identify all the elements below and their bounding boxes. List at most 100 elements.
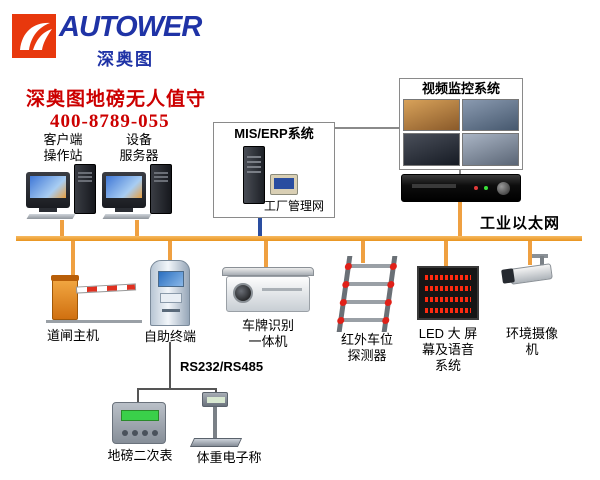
indicator-button xyxy=(142,430,148,436)
phone-number: 400-8789-055 xyxy=(50,111,170,132)
self-service-kiosk-icon xyxy=(150,260,190,326)
kiosk-panel xyxy=(160,293,182,303)
led-text-row xyxy=(425,275,471,280)
kiosk-label: 自助终端 xyxy=(143,329,196,344)
weighbridge-indicator-label: 地磅二次表 xyxy=(107,448,173,463)
barrier-gate-base xyxy=(46,320,142,323)
autower-logo-icon xyxy=(12,14,56,58)
barrier-gate-cabinet-icon xyxy=(51,275,79,320)
ir-detector-label-line1: 红外车位 xyxy=(340,332,393,347)
connector-lpr xyxy=(264,241,268,271)
equipment-server-icon xyxy=(102,164,176,222)
infrared-detector-icon xyxy=(335,256,400,332)
led-text-row xyxy=(425,297,471,302)
connector-client xyxy=(60,220,64,238)
ethernet-bus-line xyxy=(16,236,582,241)
weighbridge-indicator-icon xyxy=(112,402,166,444)
pc-keyboard-icon xyxy=(102,214,152,219)
led-system-label-line2: 幕及语音 xyxy=(421,342,474,357)
serial-line-horizontal xyxy=(137,388,217,390)
ir-sensor-dot xyxy=(339,299,348,306)
ir-sensor-dot xyxy=(341,281,350,288)
ir-rung xyxy=(350,264,392,268)
indicator-button xyxy=(132,430,138,436)
camera-body xyxy=(509,263,553,285)
equipment-server-label-line2: 服务器 xyxy=(119,148,159,163)
environment-camera-label: 环境摄像 机 xyxy=(500,326,564,358)
lpr-camera-visor xyxy=(222,267,314,276)
connector-kiosk xyxy=(168,241,172,263)
pc-keyboard-icon xyxy=(26,214,76,219)
ir-sensor-dot xyxy=(386,281,395,288)
environment-camera-label-line1: 环境摄像 xyxy=(505,326,558,341)
ir-sensor-dot xyxy=(336,317,345,324)
dvr-led-green xyxy=(484,186,488,190)
led-system-label-line1: LED 大 屏 xyxy=(418,326,478,341)
pc-screen xyxy=(30,176,66,198)
lpr-camera-detail xyxy=(262,288,302,291)
led-text-row xyxy=(425,308,471,313)
led-system-label: LED 大 屏 幕及语音 系统 xyxy=(410,326,486,374)
dvr-knob xyxy=(497,182,510,195)
pc-tower-icon xyxy=(74,164,96,214)
surveillance-thumb xyxy=(462,133,519,166)
barrier-gate-arm-icon xyxy=(75,283,137,294)
link-video-to-dvr xyxy=(459,170,461,174)
pc-tower-icon xyxy=(150,164,172,214)
led-system-label-line3: 系统 xyxy=(434,358,461,373)
pc-screen xyxy=(106,176,142,198)
lpr-label-line2: 一体机 xyxy=(248,334,288,349)
ir-sensor-dot xyxy=(344,263,353,270)
indicator-button xyxy=(122,430,128,436)
ir-sensor-dot xyxy=(381,317,390,324)
led-text-row xyxy=(425,286,471,291)
lpr-camera-lens xyxy=(233,283,253,303)
environment-camera-icon xyxy=(501,254,556,296)
connector-barrier xyxy=(71,241,75,277)
pc-monitor-icon xyxy=(26,172,70,208)
equipment-server-label: 设备 服务器 xyxy=(100,132,178,164)
electronic-scale-label: 体重电子称 xyxy=(196,450,262,465)
equipment-server-label-line1: 设备 xyxy=(125,132,152,147)
scale-platform xyxy=(189,438,243,447)
serial-line-to-scale xyxy=(215,388,217,393)
pc-stand xyxy=(115,208,133,212)
ir-rung xyxy=(343,318,384,322)
mis-erp-title: MIS/ERP系统 xyxy=(234,126,314,141)
client-station-label: 客户端 操作站 xyxy=(24,132,102,164)
client-workstation-icon xyxy=(26,164,100,222)
connector-dvr xyxy=(458,202,462,236)
barrier-gate-label: 道闸主机 xyxy=(46,328,99,343)
surveillance-thumb xyxy=(403,133,460,166)
serial-line-from-kiosk xyxy=(169,342,171,389)
connector-led xyxy=(444,241,448,267)
dvr-recorder-icon xyxy=(401,174,521,202)
dvr-led-red xyxy=(474,186,478,190)
mis-server-tower-icon xyxy=(243,146,265,204)
ir-rung xyxy=(345,300,387,304)
surveillance-thumb xyxy=(403,99,460,131)
brand-name: AUTOWER xyxy=(59,11,202,43)
brand-name-cn: 深奥图 xyxy=(97,50,154,69)
dvr-slot xyxy=(412,184,456,188)
camera-lens-hood xyxy=(501,268,515,284)
client-station-label-line1: 客户端 xyxy=(43,132,83,147)
ir-sensor-dot xyxy=(389,263,398,270)
client-station-label-line2: 操作站 xyxy=(43,148,83,163)
serial-protocol-label: RS232/RS485 xyxy=(180,359,264,374)
lpr-label-line1: 车牌识别 xyxy=(241,318,294,333)
video-surveillance-title: 视频监控系统 xyxy=(421,81,500,96)
page-title: 深奥图地磅无人值守 xyxy=(26,89,207,110)
connector-envcam xyxy=(528,241,532,265)
ethernet-label: 工业以太网 xyxy=(480,215,561,232)
camera-stem xyxy=(540,256,544,268)
mis-monitor-icon xyxy=(270,174,298,195)
scale-pole xyxy=(213,407,217,440)
indicator-button xyxy=(152,430,158,436)
pc-monitor-icon xyxy=(102,172,146,208)
kiosk-screen xyxy=(158,271,184,287)
connector-server xyxy=(135,220,139,238)
lpr-label: 车牌识别 一体机 xyxy=(226,318,310,350)
factory-network-label: 工厂管理网 xyxy=(264,199,325,213)
